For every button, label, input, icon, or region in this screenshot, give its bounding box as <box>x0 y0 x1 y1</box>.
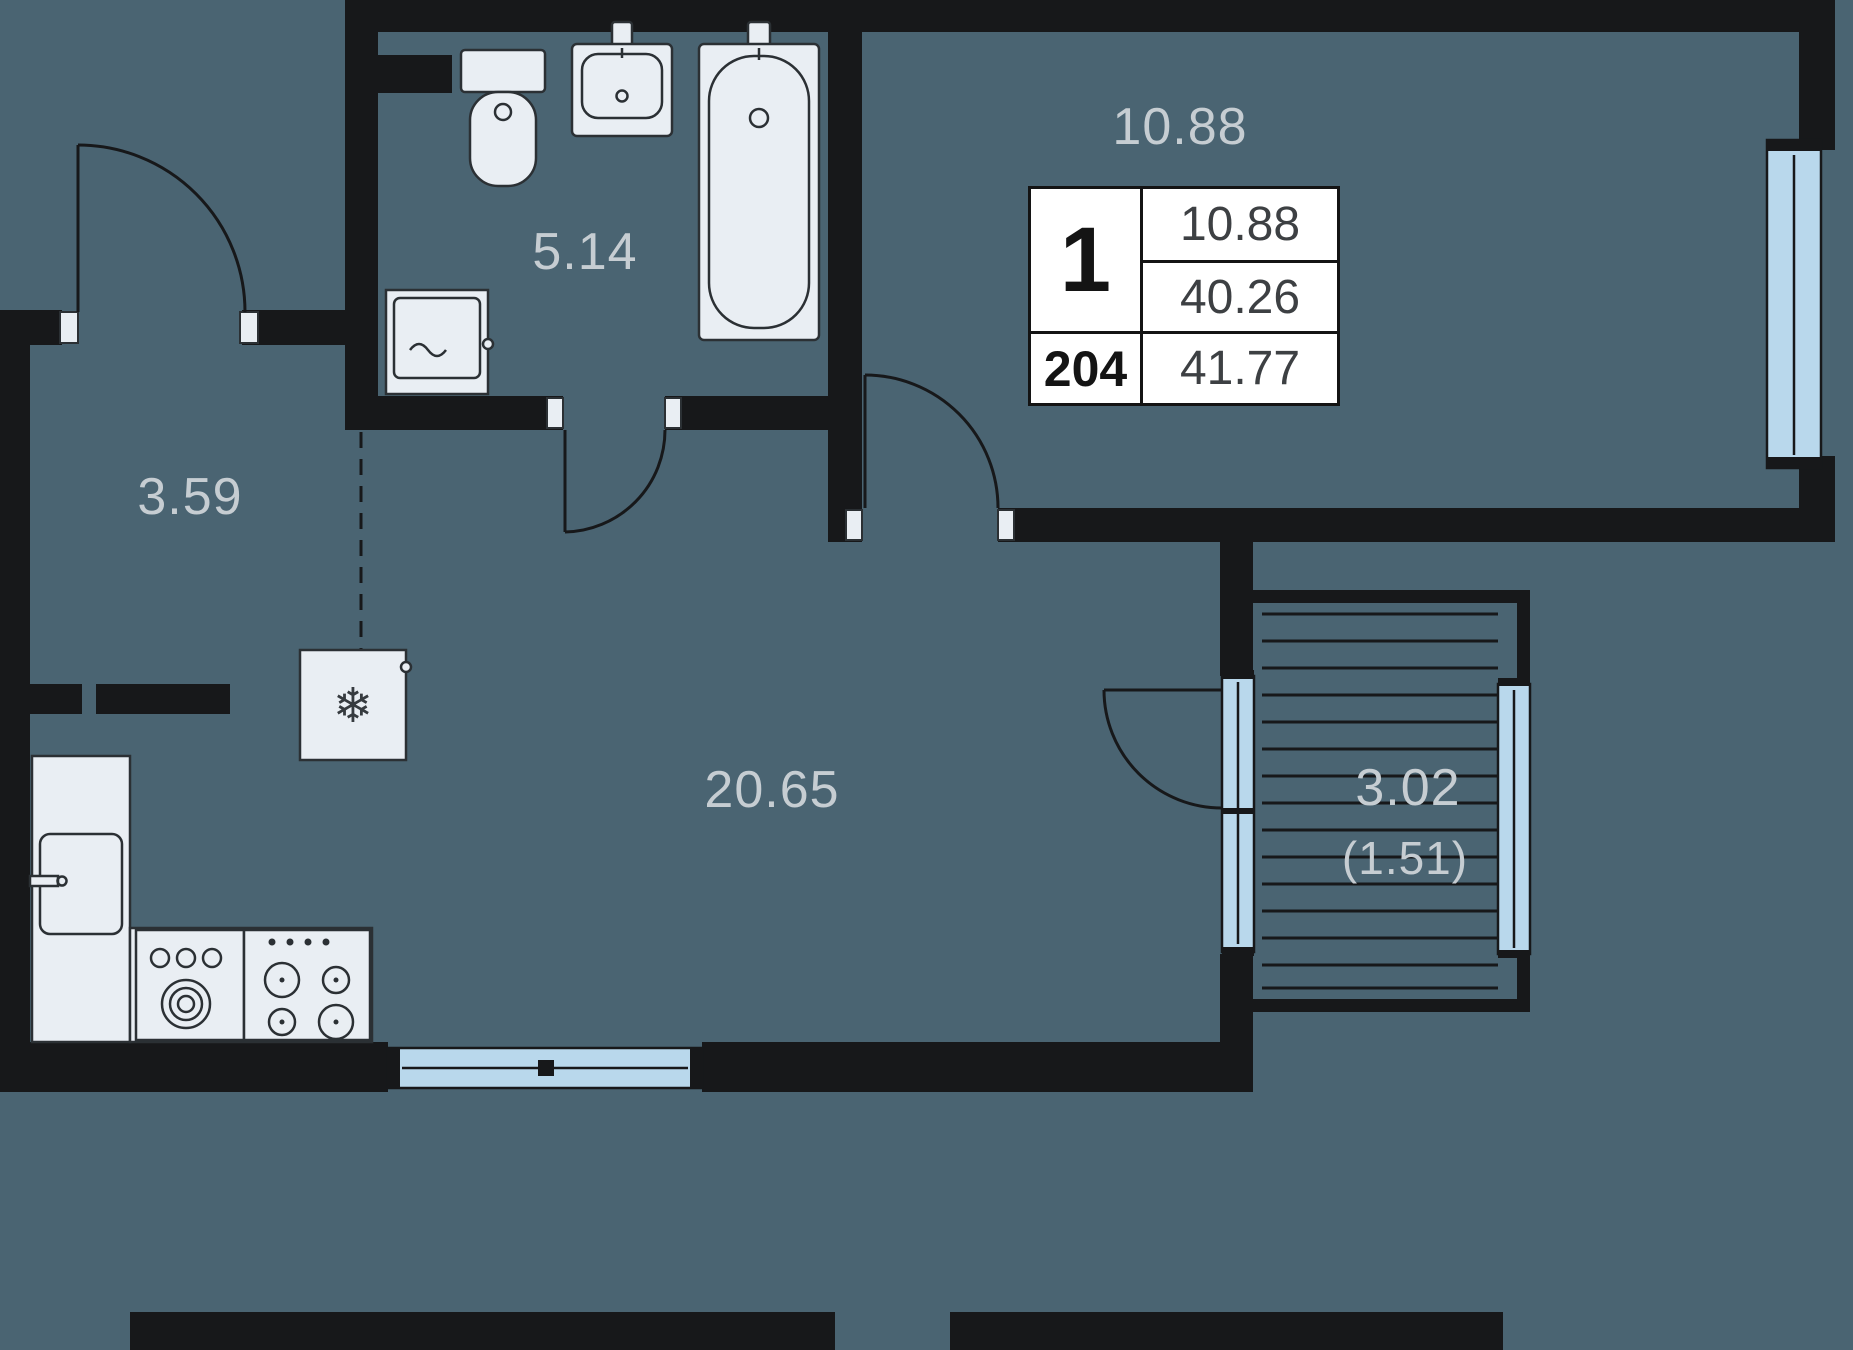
bathroom-door-arc <box>564 429 667 534</box>
balcony-door <box>1102 688 1223 810</box>
wall-bathroom-bottom-right <box>665 396 828 430</box>
apartment-info-table: 1 10.88 40.26 204 41.77 <box>1028 186 1340 406</box>
bedroom-door <box>845 373 1015 541</box>
facade-fragment-left <box>130 1312 835 1350</box>
info-area-without-balcony: 40.26 <box>1143 260 1337 331</box>
room-label-balcony-coefficient: (1.51) <box>1341 832 1469 884</box>
toilet-icon <box>459 48 547 188</box>
wall-balcony-bottom <box>1253 999 1530 1012</box>
info-unit-number: 204 <box>1031 331 1143 403</box>
bedroom-window <box>1765 138 1823 470</box>
balcony-door-window-unit <box>1220 670 1256 956</box>
hob-icon <box>242 928 372 1042</box>
wall-hall-stub-b <box>96 684 230 714</box>
bathtub-icon <box>697 20 821 342</box>
entrance-door-arc <box>77 143 247 313</box>
balcony-door-arc <box>1102 689 1223 810</box>
wall-bathroom-bottom-left <box>345 396 563 430</box>
wall-living-right-lower <box>1220 954 1253 1092</box>
wall-bottom-right <box>702 1042 1253 1092</box>
wall-balcony-right-upper <box>1517 590 1530 686</box>
wall-balcony-right-lower <box>1517 952 1530 1012</box>
entrance-door <box>59 143 259 344</box>
wall-hall-stub-a <box>30 684 82 714</box>
wall-entry-right <box>242 310 345 345</box>
balcony-glazing <box>1496 678 1532 958</box>
window-handle <box>538 1060 554 1076</box>
bathroom-sink-icon <box>570 20 674 138</box>
room-label-bedroom-area: 10.88 <box>1112 98 1248 156</box>
kitchen-sink-icon <box>28 832 124 936</box>
snowflake-icon: ❄ <box>333 678 373 734</box>
wall-bottom-left <box>0 1042 388 1092</box>
info-living-area: 10.88 <box>1179 198 1301 251</box>
room-label-kitchen-living-area: 20.65 <box>704 761 840 819</box>
kitchen-window <box>386 1046 704 1090</box>
washing-machine-icon <box>384 288 495 396</box>
wall-left <box>0 310 30 1092</box>
info-rooms-count: 1 <box>1031 189 1143 331</box>
wall-right-upper <box>1799 0 1835 150</box>
wall-balcony-top <box>1253 590 1530 603</box>
room-label-hall-area: 3.59 <box>137 468 243 526</box>
wall-bathroom-niche <box>378 55 452 93</box>
fridge-icon: ❄ <box>298 648 413 762</box>
room-label-bathroom-area: 5.14 <box>532 223 638 281</box>
bedroom-door-arc <box>864 373 1000 509</box>
wall-top <box>345 0 1835 32</box>
room-label-balcony-area: 3.02 <box>1355 759 1461 817</box>
wall-living-right-upper <box>1220 542 1253 676</box>
info-total-area: 41.77 <box>1143 331 1337 403</box>
wall-bedroom-bottom <box>998 508 1835 542</box>
balcony-deck-hatch <box>1262 612 1498 990</box>
facade-fragment-right <box>950 1312 1503 1350</box>
wall-bath-bedroom-divider <box>828 0 862 542</box>
stove-icon <box>134 928 246 1042</box>
wall-bathroom-left <box>345 0 378 430</box>
bathroom-door <box>546 397 682 534</box>
